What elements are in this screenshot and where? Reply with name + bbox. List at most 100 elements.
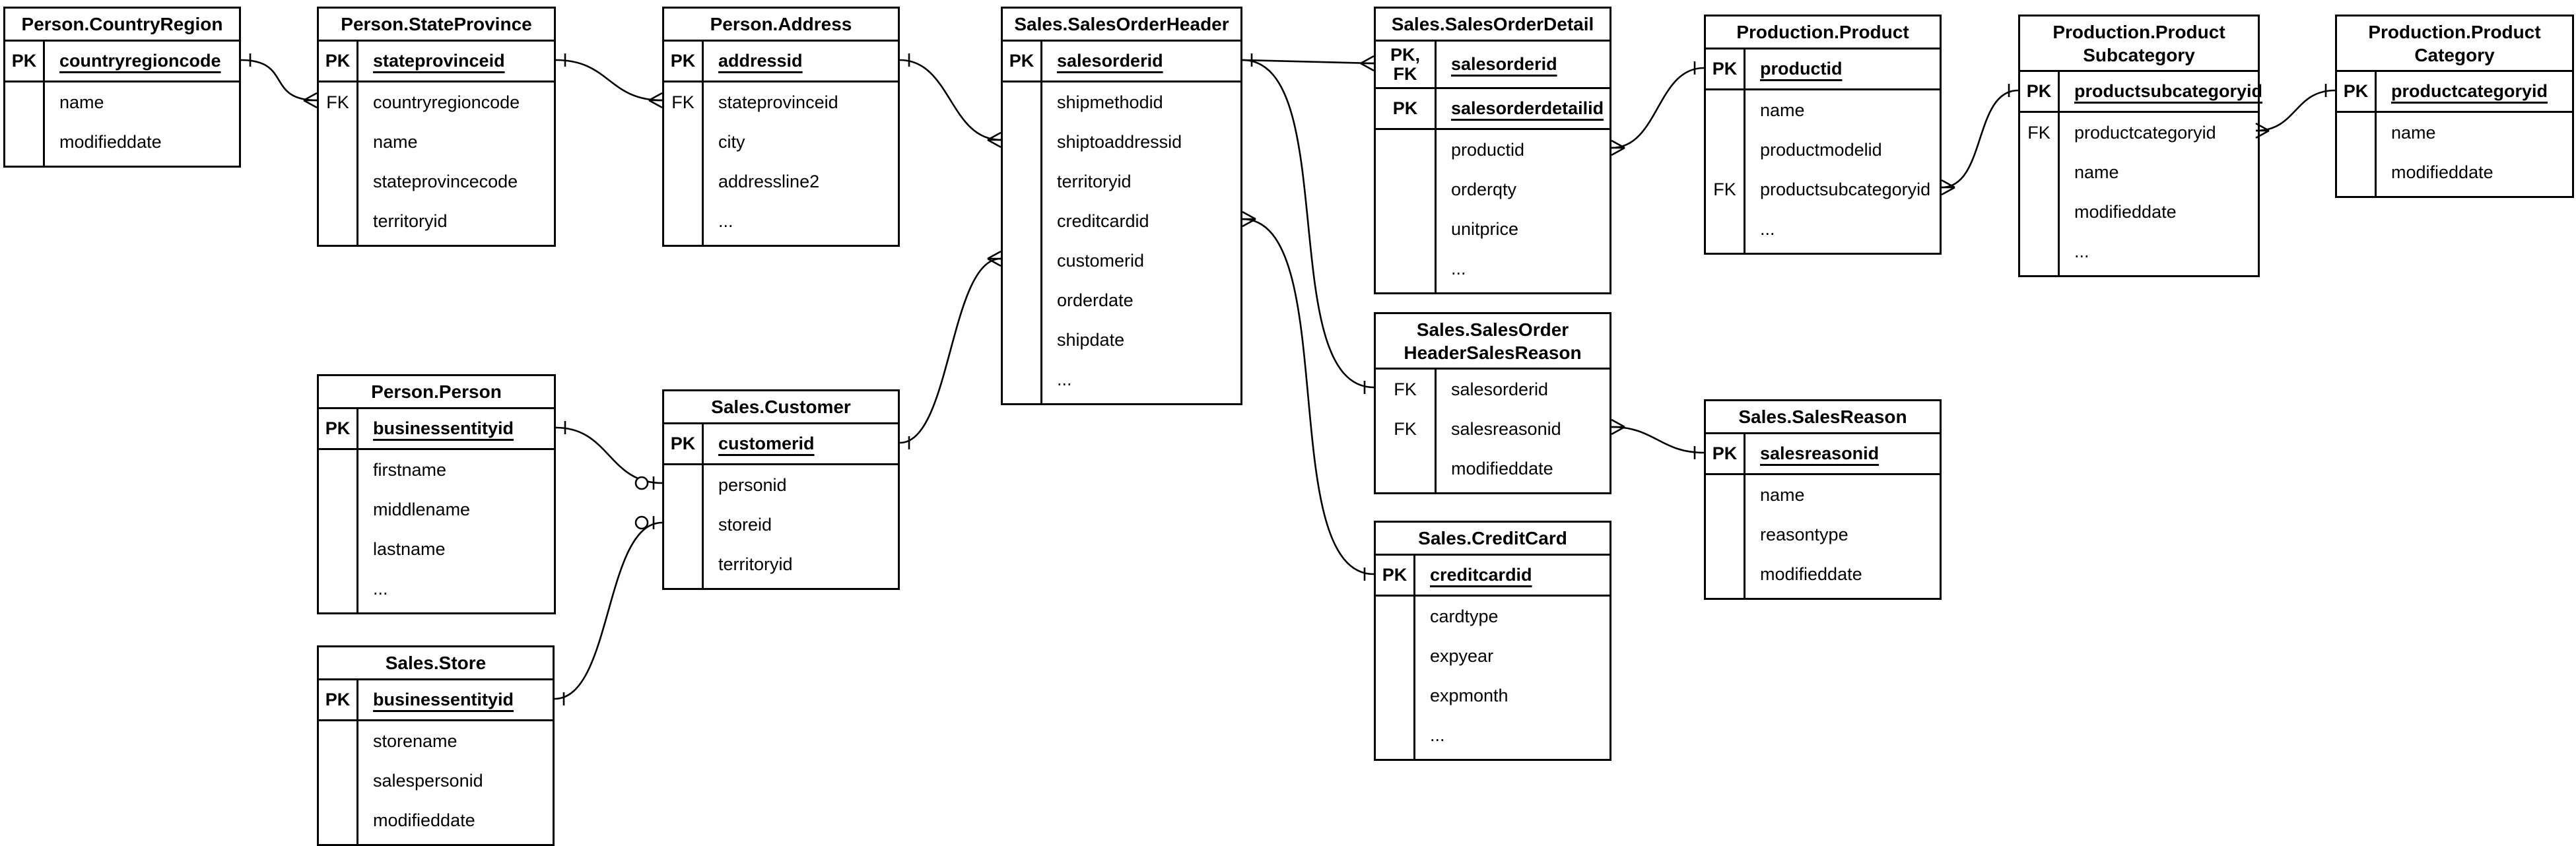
key-column-name: stateprovinceid <box>373 51 505 71</box>
table-title: Sales.CreditCard <box>1376 523 1610 556</box>
key-column-name: salesorderid <box>1057 51 1163 71</box>
key-column <box>1706 475 1746 598</box>
key-column-name: productsubcategoryid <box>2074 81 2263 101</box>
key-column: FK <box>2020 113 2060 275</box>
field-name: ... <box>1057 369 1072 389</box>
table-title: Sales.Customer <box>664 391 898 424</box>
table-title-line: Person.CountryRegion <box>21 14 223 34</box>
key-column-name: businessentityid <box>373 690 514 709</box>
table-title-line: Production.Product <box>2052 21 2225 42</box>
primary-key-row: PK salesorderdetailid <box>1376 89 1610 130</box>
connector-sales-customer-sales-salesorderheader <box>899 257 1001 444</box>
table-title-line: Sales.SalesOrder <box>1416 319 1569 340</box>
field-name: shipmethodid <box>1057 92 1163 112</box>
connector-sales-salesorderheadersalesreason-sales-salesreason <box>1611 426 1705 454</box>
field-name: ... <box>1430 725 1445 745</box>
key-column <box>1376 597 1415 759</box>
field-name: stateprovinceid <box>718 92 838 112</box>
field-column: name modifieddate <box>2377 113 2572 196</box>
field-name: expyear <box>1430 645 1494 666</box>
key-badge: PK <box>319 409 358 448</box>
cardinality-many-marker <box>1611 139 1625 156</box>
field-name: orderqty <box>1451 179 1517 199</box>
table-title: Person.Address <box>664 9 898 42</box>
key-column-name: salesorderid <box>1451 54 1557 74</box>
key-badge: PK <box>1376 89 1437 128</box>
key-badge: PK <box>1376 556 1415 595</box>
connector-sales-salesorderheader-sales-creditcard <box>1242 218 1374 575</box>
field-name: salesreasonid <box>1451 418 1561 439</box>
connector-production-productsubcategory-production-productcategory <box>2255 89 2336 132</box>
key-column: FK <box>319 82 358 245</box>
cardinality-many-marker <box>648 92 663 109</box>
primary-key-row: PK creditcardid <box>1376 556 1610 597</box>
field-name: territoryid <box>1057 171 1132 191</box>
field-name: name <box>2391 122 2436 143</box>
field-name: name <box>59 92 104 112</box>
cardinality-zero-marker <box>634 476 649 490</box>
key-column-name: creditcardid <box>1430 565 1532 585</box>
key-column <box>664 465 704 588</box>
table-title: Person.CountryRegion <box>5 9 239 42</box>
field-name: ... <box>718 211 733 231</box>
field-name: city <box>718 131 745 152</box>
key-column-name: salesorderdetailid <box>1451 98 1604 118</box>
field-name: ... <box>1760 218 1775 239</box>
foreign-key-badge: FK <box>1394 379 1417 399</box>
cardinality-many-marker <box>1611 418 1625 436</box>
table-title-line: Sales.Customer <box>711 397 851 417</box>
table-title-line: Sales.SalesOrderHeader <box>1014 14 1229 34</box>
cardinality-many-marker <box>987 131 1001 148</box>
field-name: productcategoryid <box>2074 122 2216 143</box>
field-name: cardtype <box>1430 606 1499 626</box>
field-name: customerid <box>1057 250 1145 271</box>
cardinality-many-marker <box>1360 55 1374 72</box>
key-column <box>1003 82 1042 403</box>
field-name: modifieddate <box>2391 162 2493 182</box>
connector-person-stateprovince-person-address <box>555 59 663 102</box>
table-title: Sales.Store <box>319 647 553 680</box>
table-title: Sales.SalesReason <box>1706 401 1940 434</box>
table-title-line: HeaderSalesReason <box>1404 342 1582 363</box>
field-name: name <box>1760 100 1805 120</box>
field-name: reasontype <box>1760 524 1848 544</box>
key-column <box>319 721 358 844</box>
cardinality-many-marker <box>2255 122 2270 139</box>
key-badge: PK <box>2337 72 2377 111</box>
key-badge: PK <box>1706 49 1746 88</box>
field-name: ... <box>2074 241 2089 261</box>
connector-sales-store-sales-customer <box>554 521 663 700</box>
field-name: territoryid <box>373 211 448 231</box>
